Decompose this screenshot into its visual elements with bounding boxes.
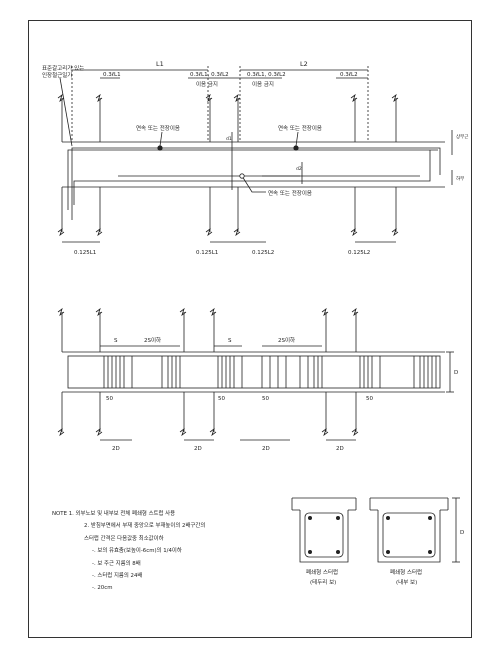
mid-mark-1: d1 [226,136,232,142]
hook-leader [59,77,73,147]
spacing-label-1: S [114,338,118,344]
hook-note-1: 표준갈고리가 있는 [42,64,84,72]
notes-block: NOTE 1. 외부노보 및 내부보 전체 폐쇄형 스트럽 사용 2. 받침부면… [52,508,282,595]
section-right-outline [369,497,449,563]
section-left-caption: 폐쇄형 스터럽 [306,568,338,576]
break-marks-top [57,93,399,103]
bottom-main-rebar [73,150,431,205]
break-marks-bottom [57,227,399,237]
mid-depth-label: D [454,370,458,376]
splice-dot [157,145,163,151]
section-right-stirrup [382,512,436,558]
splice-top-1: 이음 금지 [196,80,218,88]
note-item: -. 보의 유효춤(보높이-6cm)의 1/4이하 [92,548,182,555]
side-label-3: 50 [262,396,269,402]
splice-label-2: 연속 또는 전장이음 [278,124,322,132]
section-left-stirrup [304,512,344,558]
top-main-rebar [71,147,441,220]
dim-extension-lines [71,66,369,142]
note-item: -. 20cm [92,585,113,592]
note-item: -. 보 주근 지름의 8배 [92,560,141,567]
section-depth-label: D [460,530,464,536]
bottom-label-2: 2D [194,446,202,452]
note-line-2: 2. 받침부면에서 부재 중앙으로 부재높이의 2배구간의 [84,523,206,530]
dim-top-2: 0.3ℓL1, 0.3ℓL2 [190,72,229,78]
note-item: -. 스터럽 지름의 24배 [92,573,143,580]
section-right-sub: (내부 보) [396,578,417,586]
side-mark-2: 하부 [456,175,464,182]
note-line-1: NOTE 1. 외부노보 및 내부보 전체 폐쇄형 스트럽 사용 [52,511,176,517]
mid-rebar-cage [67,355,441,389]
splice-dot [293,145,299,151]
dim-bottom-2: 0.125L1 [196,250,218,256]
splice-top-2: 이음 금지 [252,80,274,88]
spacing-label-4: S [228,338,232,344]
dim-bottom-1: 0.125L1 [74,250,96,256]
section-left-outline [291,497,357,563]
spacing-label-2: 2S이하 [144,336,161,344]
mid-upper-columns [61,312,357,352]
rebar-dots [308,516,432,554]
top-main-rebar-2 [67,149,438,210]
dim-bottom-4: 0.125L2 [348,250,370,256]
splice-label-3: 연속 또는 전장이음 [268,189,312,197]
section-right-caption: 폐쇄형 스터럽 [390,568,422,576]
side-label-2: 50 [218,396,225,402]
splice-label-1: 연속 또는 전장이음 [136,124,180,132]
span-label-l2: L2 [300,60,308,68]
bottom-label-4: 2D [336,446,344,452]
lower-columns [61,187,397,232]
upper-columns [61,98,397,142]
side-mark-1: 상부근 [456,133,468,140]
note-line-3: 스터럽 간격은 다음값중 최소값이하 [84,535,164,542]
bottom-label-1: 2D [112,446,120,452]
mid-lower-columns [61,392,357,432]
span-label-l1: L1 [156,60,164,68]
stirrups [103,356,437,388]
section-left-sub: (테두리 보) [310,578,336,586]
dim-top-4: 0.3ℓL2 [340,72,358,78]
side-label-4: 50 [366,396,373,402]
mid-mark-2: d2 [296,166,302,172]
dim-top-1: 0.3ℓL1 [103,72,121,78]
dim-bottom-3: 0.125L2 [252,250,274,256]
dim-top-3: 0.3ℓL1, 0.3ℓL2 [247,72,286,78]
spacing-label-3: 2S이하 [278,336,295,344]
bottom-label-3: 2D [262,446,270,452]
side-label-1: 50 [106,396,113,402]
splice-dot [239,173,245,179]
drawing-sheet-border [28,20,472,638]
hook-note-2: 인장철근일기 [42,71,72,79]
